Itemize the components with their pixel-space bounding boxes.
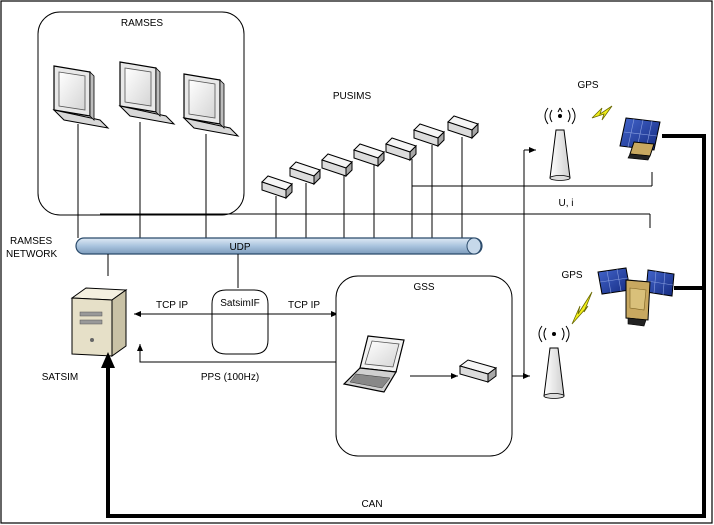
pusims-group: PUSIMS xyxy=(261,91,479,238)
tcp-ip-left-label: TCP IP xyxy=(156,300,188,311)
ramses-group: RAMSES xyxy=(37,11,245,238)
antenna-tower-icon xyxy=(538,325,570,399)
satsim-server-icon xyxy=(70,287,128,357)
laptop-icon xyxy=(342,335,405,393)
pusim-unit-icon xyxy=(321,153,353,178)
pps-label: PPS (100Hz) xyxy=(201,372,259,383)
pusim-unit-icon xyxy=(261,175,293,200)
pusim-unit-icon xyxy=(353,143,385,168)
ui-signal-lines: U, i xyxy=(100,172,653,228)
can-bus-line xyxy=(106,134,706,518)
satellite-icon xyxy=(597,267,675,327)
lightning-icon xyxy=(591,105,613,121)
gps-bottom-label: GPS xyxy=(561,270,582,281)
gss-group: GSS xyxy=(335,275,513,457)
gss-label: GSS xyxy=(413,282,434,293)
monitor-icon xyxy=(182,73,240,137)
monitor-icon xyxy=(118,61,176,125)
u-i-label: U, i xyxy=(559,198,574,209)
udp-label: UDP xyxy=(229,242,250,253)
gss-box xyxy=(335,275,513,457)
satellite-icon xyxy=(619,117,661,161)
udp-bus: UDP xyxy=(75,237,483,255)
satsimif-box: SatsimIF xyxy=(211,289,269,355)
ramses-network-label-line1: RAMSES xyxy=(10,236,53,247)
satsimif-label: SatsimIF xyxy=(220,298,259,309)
pps-arrow xyxy=(137,344,342,363)
pusim-unit-icon xyxy=(289,161,321,186)
monitor-icon xyxy=(52,65,110,129)
pusim-unit-icon xyxy=(413,123,445,148)
pusim-unit-icon xyxy=(447,115,479,140)
pusim-unit-icon xyxy=(385,137,417,162)
ramses-network-label-line2: NETWORK xyxy=(6,249,57,260)
ramses-label: RAMSES xyxy=(121,18,164,29)
gps-top-label: GPS xyxy=(577,80,598,91)
satsim-label: SATSIM xyxy=(42,372,78,383)
can-arrow-head xyxy=(101,352,115,368)
antenna-tower-icon xyxy=(544,107,576,181)
pusims-label: PUSIMS xyxy=(333,91,372,102)
tcp-ip-right-label: TCP IP xyxy=(288,300,320,311)
can-label: CAN xyxy=(361,499,382,510)
gss-device-icon xyxy=(458,359,498,383)
lightning-icon xyxy=(571,291,593,325)
